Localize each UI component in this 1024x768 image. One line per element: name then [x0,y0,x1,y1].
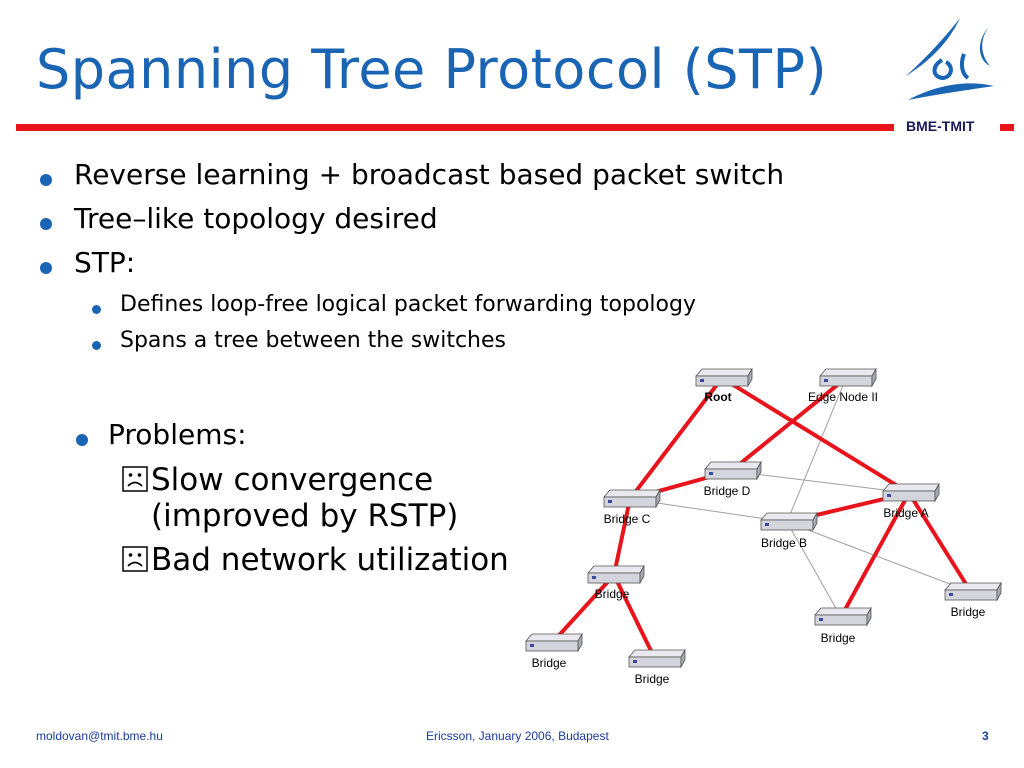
link-tree [720,376,911,495]
link-inactive [786,521,972,593]
footer-email: moldovan@tmit.bme.hu [36,729,163,743]
bullet-dot [40,262,52,274]
problem-1: Slow convergence [122,462,433,498]
node-label-edge2: Edge Node II [808,390,878,404]
problems-label: Problems: [108,418,247,451]
node-label-ba: Bridge A [883,506,928,520]
bullet-3: STP: [74,246,136,279]
problem-1-note: (improved by RSTP) [151,498,459,534]
sad-face-icon [122,466,148,492]
link-tree [628,376,724,501]
switch-node-bx4 [814,606,872,627]
node-label-bx4: Bridge [821,631,856,645]
link-tree [907,491,973,594]
switch-node-edge2 [819,367,877,388]
link-tree [839,491,911,619]
node-label-bc: Bridge C [604,512,651,526]
link-inactive [786,377,847,523]
page-number: 3 [982,729,989,743]
footer-event: Ericsson, January 2006, Budapest [426,729,609,743]
bullet-dot [76,434,88,446]
switch-node-bd [704,460,762,481]
problem-2-text: Bad network utilization [151,542,509,578]
brand-label: BME-TMIT [906,118,975,134]
slide-title: Spanning Tree Protocol (STP) [36,38,828,101]
node-label-bb: Bridge B [761,536,807,550]
sub-bullet-dot [92,341,101,350]
node-label-bx3: Bridge [635,672,670,686]
node-label-bx1: Bridge [595,587,630,601]
bullet-2: Tree–like topology desired [74,202,438,235]
sub-bullet-2: Spans a tree between the switches [120,328,506,353]
switch-node-bx3 [628,648,686,669]
problem-1-text: Slow convergence [151,462,434,498]
link-tree [612,497,632,577]
link-inactive [786,521,842,618]
bullet-dot [40,218,52,230]
link-inactive [730,470,910,494]
node-label-bx2: Bridge [532,656,567,670]
problem-2: Bad network utilization [122,542,509,578]
title-underline [16,124,894,131]
bme-logo-icon [906,18,994,100]
switch-node-bx2 [525,632,583,653]
link-tree [729,376,848,473]
link-tree [612,573,657,661]
bullet-1: Reverse learning + broadcast based packe… [74,158,785,191]
switch-node-root [695,367,753,388]
switch-node-bc [603,488,661,509]
node-label-root: Root [704,390,731,404]
switch-node-bx1 [587,564,645,585]
sub-bullet-1: Defines loop-free logical packet forward… [120,292,696,317]
link-tree [550,573,616,645]
node-label-bx5: Bridge [951,605,986,619]
sad-face-icon [122,546,148,572]
switch-node-bx5 [944,581,1002,602]
switch-node-ba [882,482,940,503]
brand-marker [1000,124,1014,131]
node-label-bd: Bridge D [704,484,751,498]
bullet-dot [40,174,52,186]
switch-node-bb [760,511,818,532]
sub-bullet-dot [92,305,101,314]
